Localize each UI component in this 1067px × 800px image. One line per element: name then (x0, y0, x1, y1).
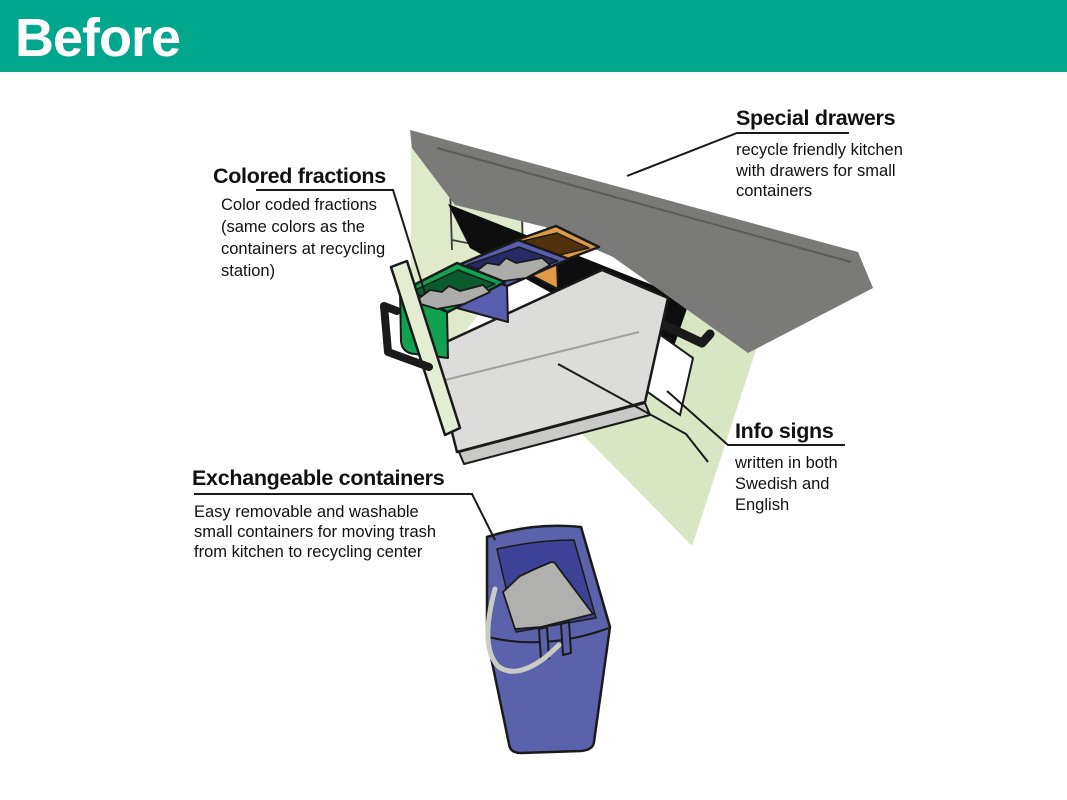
annotation-info-signs-heading: Info signs (735, 419, 834, 443)
annotation-colored-fractions-heading: Colored fractions (213, 164, 386, 188)
header-bar: Before (0, 0, 1067, 72)
bin-handle-icon (485, 586, 562, 674)
annotation-info-signs: Info signs written in both Swedish and E… (735, 419, 838, 516)
info-signs-leader (666, 390, 845, 446)
special-drawers-leader (626, 132, 849, 177)
annotation-special-drawers: Special drawers recycle friendly kitchen… (736, 106, 903, 202)
drawer-front-panel (380, 259, 462, 437)
annotation-exchangeable-containers-body: Easy removable and washable small contai… (194, 503, 437, 561)
exchangeable-containers-leader (194, 493, 496, 541)
annotation-special-drawers-heading: Special drawers (736, 106, 896, 130)
annotation-info-signs-body: written in both Swedish and English (735, 454, 838, 514)
page-title: Before (15, 8, 181, 68)
annotation-exchangeable-containers-heading: Exchangeable containers (192, 466, 445, 490)
drawer-box (429, 268, 670, 465)
annotation-colored-fractions-body: Color coded fractions (same colors as th… (221, 196, 386, 280)
annotation-special-drawers-body: recycle friendly kitchen with drawers fo… (736, 141, 903, 200)
counter-crease-line (436, 147, 852, 263)
annotation-colored-fractions: Colored fractions Color coded fractions … (213, 164, 386, 282)
drawer-handle-icon (380, 302, 433, 371)
countertop (410, 130, 873, 353)
info-signs-leader-2 (557, 363, 709, 463)
transport-bin (485, 524, 612, 755)
colored-fractions-leader (256, 189, 426, 294)
annotation-exchangeable-containers: Exchangeable containers Easy removable a… (192, 466, 445, 562)
